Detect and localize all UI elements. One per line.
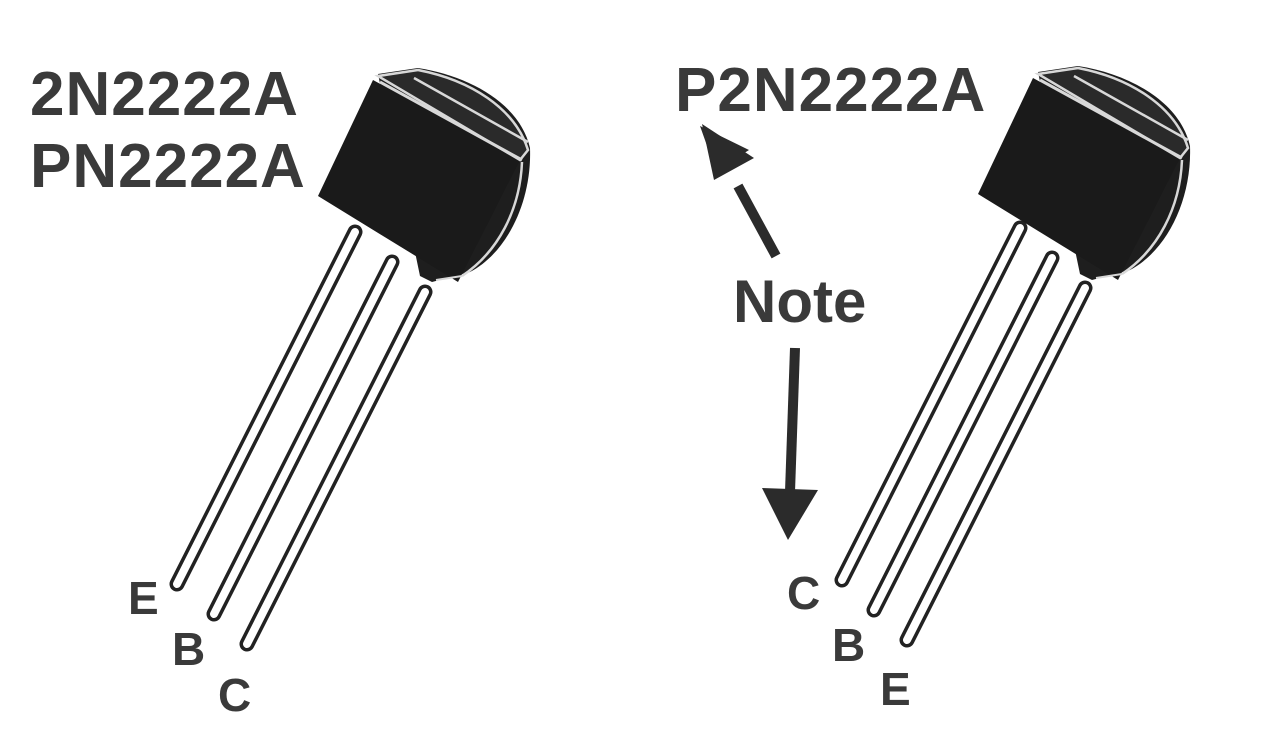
note-arrow-down bbox=[762, 347, 818, 540]
right-pin-label-base: B bbox=[832, 619, 866, 671]
right-lead-emitter bbox=[907, 288, 1085, 640]
note-arrow-up bbox=[700, 124, 781, 259]
right-pin-label-collector: C bbox=[787, 567, 821, 619]
right-part-number: P2N2222A bbox=[675, 56, 987, 125]
right-pin-label-emitter: E bbox=[880, 663, 911, 715]
note-label: Note bbox=[733, 268, 867, 335]
left-pin-label-collector: C bbox=[218, 669, 252, 721]
right-lead-collector bbox=[842, 228, 1020, 580]
left-lead-emitter bbox=[177, 232, 355, 584]
left-transistor bbox=[177, 68, 531, 644]
right-lead-base bbox=[874, 258, 1052, 610]
left-part-number-2: PN2222A bbox=[30, 132, 306, 201]
right-transistor bbox=[842, 66, 1191, 640]
left-pin-label-base: B bbox=[172, 623, 206, 675]
left-transistor-body bbox=[318, 68, 531, 282]
left-lead-collector bbox=[247, 292, 425, 644]
left-lead-base bbox=[214, 262, 392, 614]
right-transistor-body bbox=[978, 66, 1191, 280]
left-part-number-1: 2N2222A bbox=[30, 60, 299, 129]
left-pin-label-emitter: E bbox=[128, 572, 159, 624]
